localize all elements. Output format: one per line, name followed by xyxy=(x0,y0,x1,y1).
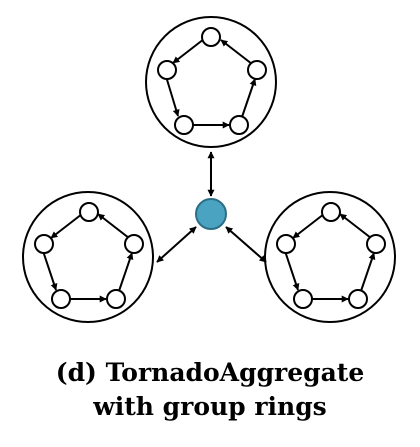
ring-node xyxy=(157,60,177,80)
ring-node xyxy=(366,234,386,254)
ring-edge xyxy=(241,78,257,118)
ring-edge xyxy=(41,247,58,291)
ring-node xyxy=(34,234,54,254)
hub-link-left xyxy=(156,226,197,263)
ring-node xyxy=(276,234,296,254)
ring-node xyxy=(201,27,221,47)
group-boundary-top xyxy=(145,16,277,148)
ring-edge xyxy=(360,252,376,292)
tornado-aggregate-diagram xyxy=(22,16,396,323)
caption-line-1: (d) TornadoAggregate xyxy=(55,358,365,387)
group-ring-left xyxy=(22,191,154,323)
ring-edge xyxy=(283,247,300,291)
ring-node xyxy=(247,60,267,80)
ring-node xyxy=(348,289,368,309)
ring-node xyxy=(106,289,126,309)
caption-line-2: with group rings xyxy=(93,392,327,421)
ring-node xyxy=(79,202,99,222)
ring-node xyxy=(51,289,71,309)
ring-edge xyxy=(97,213,130,239)
ring-edge xyxy=(220,39,253,65)
ring-node xyxy=(321,202,341,222)
ring-node xyxy=(293,289,313,309)
hub-link-right xyxy=(225,226,267,263)
ring-edge xyxy=(339,213,372,239)
figure-caption: (d) TornadoAggregate with group rings xyxy=(0,356,420,424)
ring-edge xyxy=(164,72,180,117)
group-boundary-left xyxy=(22,191,154,323)
group-ring-top xyxy=(145,16,277,148)
ring-node xyxy=(174,115,194,135)
ring-edge xyxy=(292,213,325,239)
ring-edge xyxy=(172,38,205,64)
ring-edge xyxy=(118,252,134,292)
ring-edge xyxy=(50,213,83,239)
group-ring-right xyxy=(264,191,396,323)
ring-node xyxy=(229,115,249,135)
aggregation-hub xyxy=(195,198,227,230)
ring-node xyxy=(124,234,144,254)
